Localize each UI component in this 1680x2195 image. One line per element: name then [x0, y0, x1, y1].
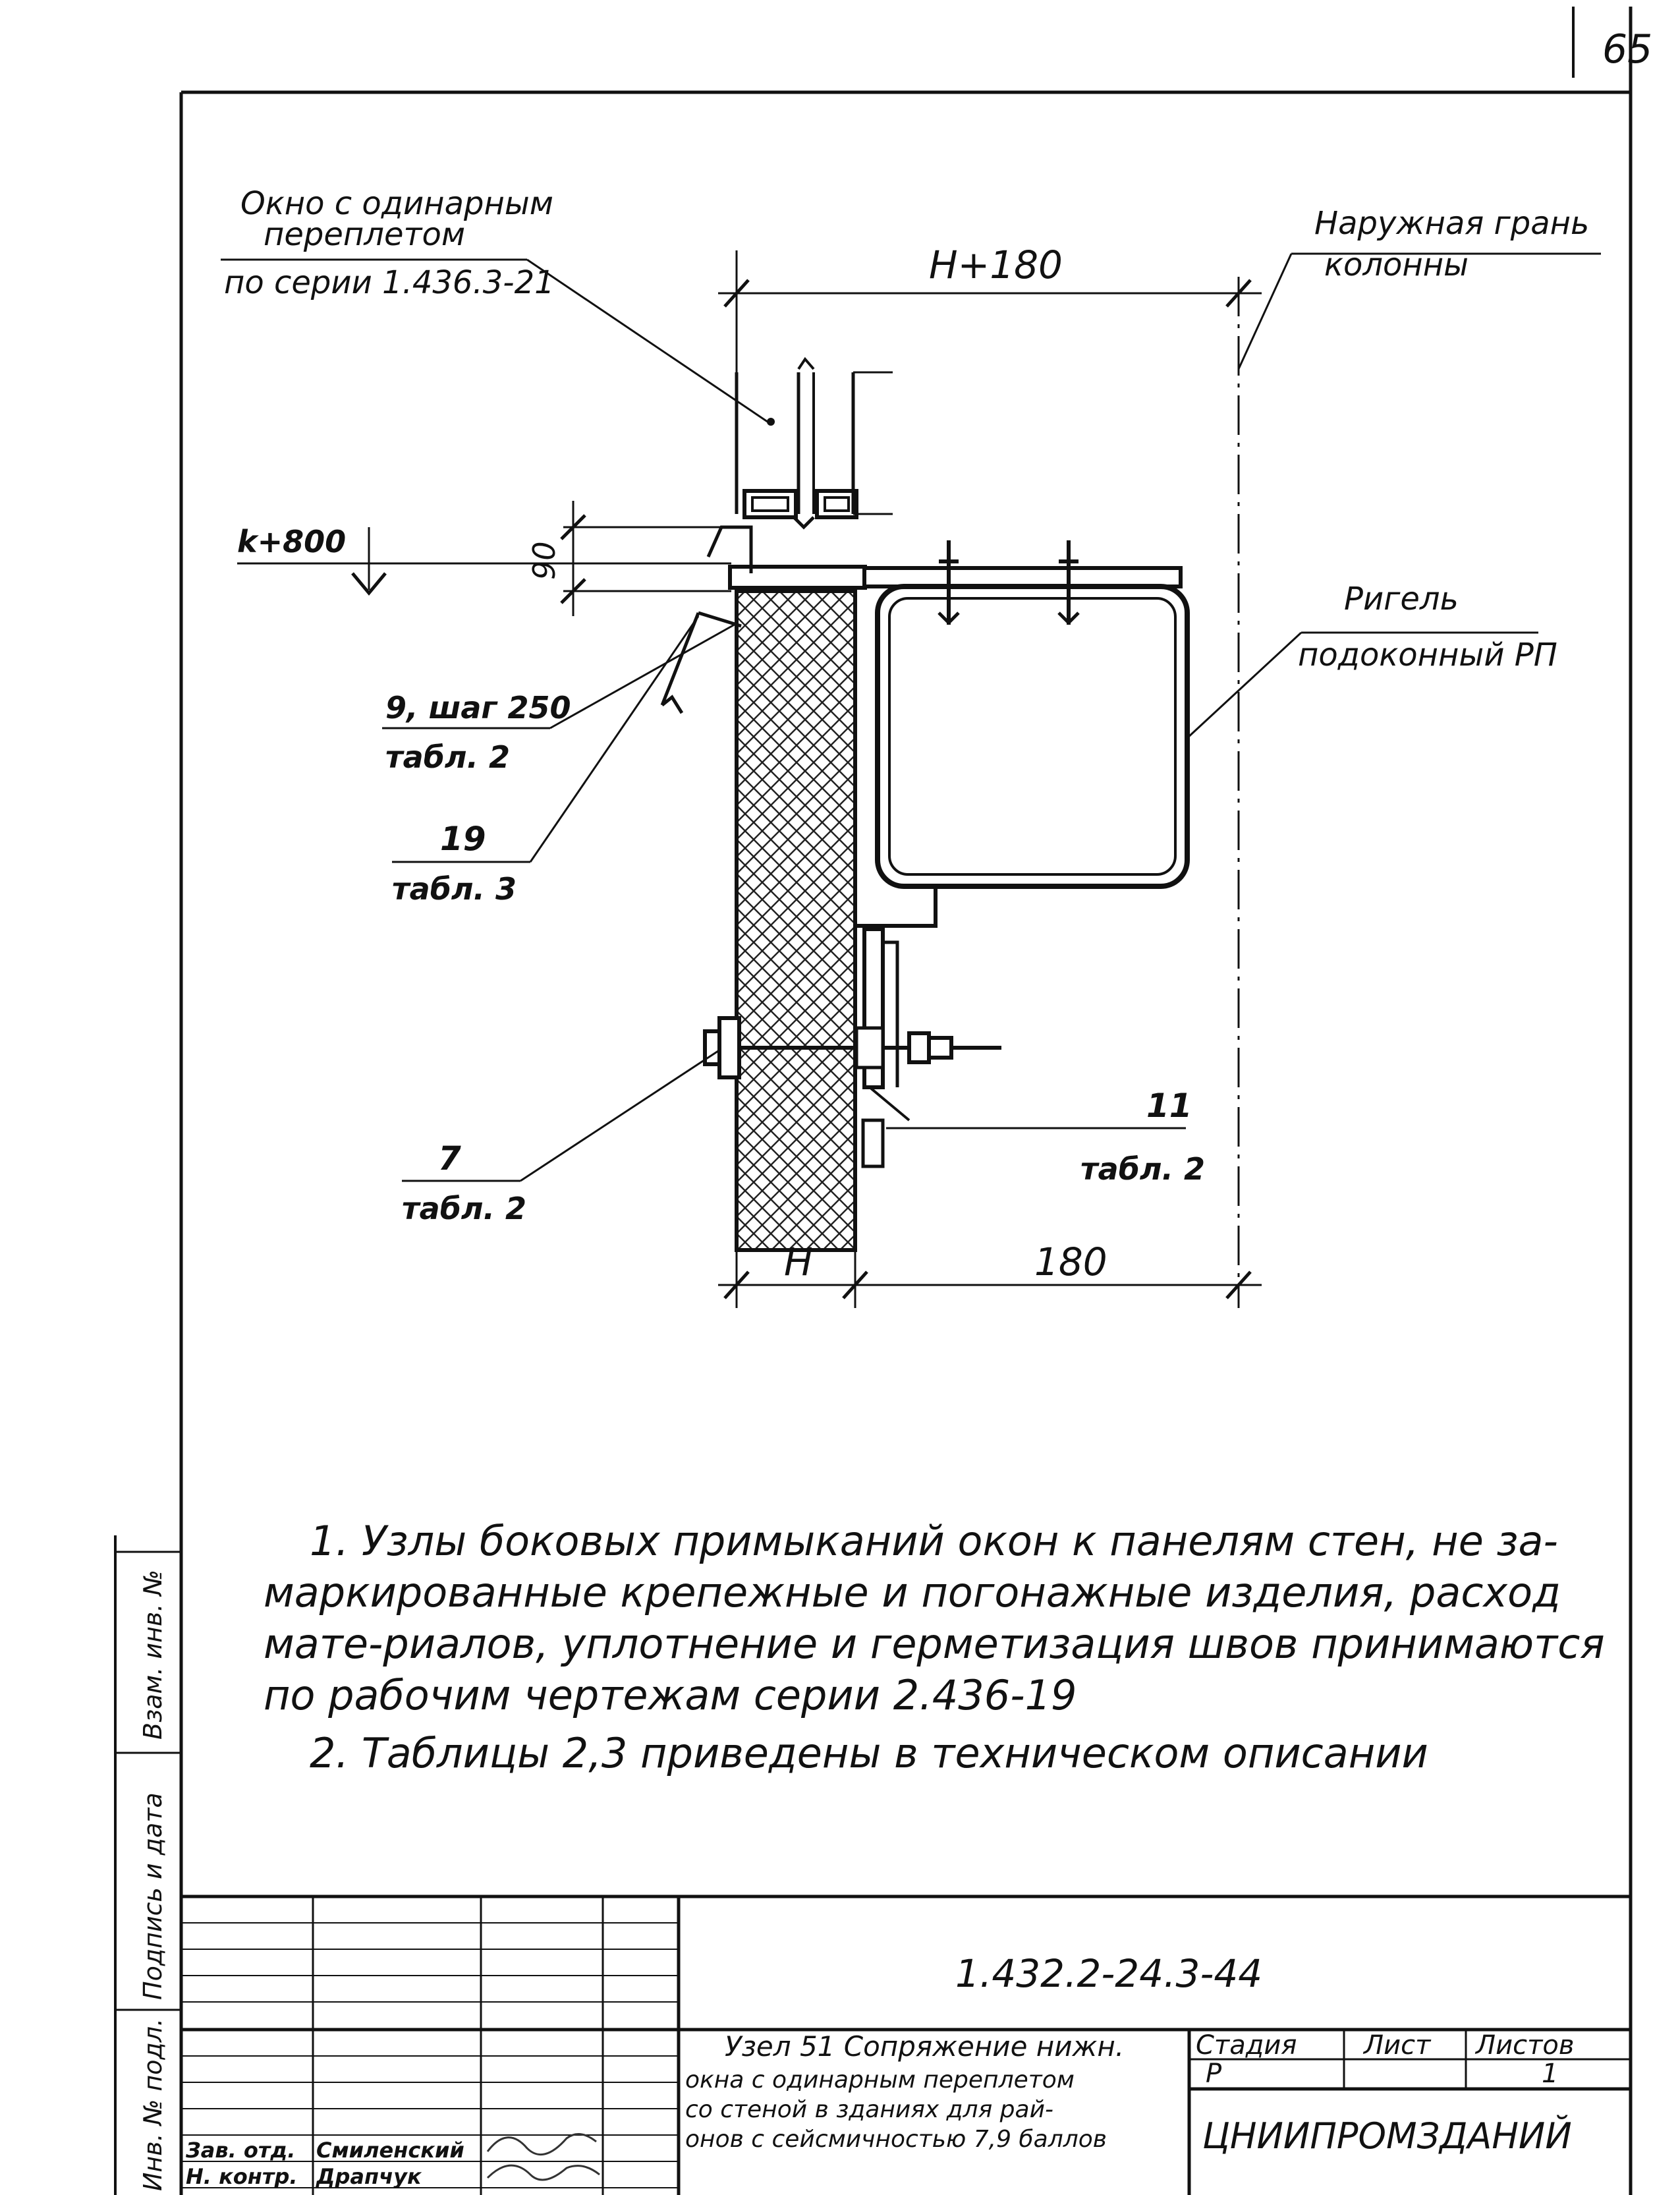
label-rigel-2: подоконный РП	[1298, 637, 1557, 673]
rigel-outer	[875, 584, 1190, 889]
wall-panel-insulation	[735, 589, 857, 1252]
signer-name-1: Смиленский	[316, 2138, 464, 2163]
side-stamp: Взам. инв. № Подпись и дата Инв. № подл.	[114, 1535, 181, 2195]
callout-9-bottom: табл. 2	[385, 739, 510, 775]
stage-label: Стадия	[1196, 2030, 1297, 2061]
note-2: 2. Таблицы 2,3 приведены в техническом о…	[310, 1729, 1428, 1777]
signer-role-1: Зав. отд.	[185, 2138, 295, 2163]
drawing-title-2: окна с одинарным переплетом	[685, 2067, 1075, 2094]
signature-2	[486, 2164, 600, 2181]
dim-90: 90	[526, 541, 562, 580]
sheets-label: Листов	[1474, 2030, 1574, 2061]
dim-h-plus-180: H+180	[929, 242, 1063, 287]
drawing-title-3: со стеной в зданиях для рай-	[685, 2096, 1053, 2123]
callout-19-top: 19	[440, 820, 486, 858]
callout-19-bottom: табл. 3	[392, 871, 517, 907]
callout-7-bottom: табл. 2	[402, 1191, 526, 1226]
label-window-1: Окно с одинарным	[240, 185, 553, 222]
dim-h: H	[784, 1240, 813, 1284]
general-notes: 1. Узлы боковых примыканий окон к панеля…	[264, 1516, 1621, 1779]
stamp-sign-date: Подпись и дата	[138, 1792, 167, 2000]
dim-180: 180	[1034, 1240, 1107, 1284]
stamp-inv-podl: Инв. № подл.	[138, 2018, 167, 2191]
title-block: Зав. отд. Смиленский Н. контр. Драпчук 1…	[181, 1895, 1631, 2195]
level-mark: k+800	[237, 524, 346, 559]
signer-name-2: Драпчук	[316, 2164, 422, 2189]
label-column-face-2: колонны	[1324, 246, 1469, 283]
signer-role-2: Н. контр.	[186, 2164, 298, 2189]
organization: ЦНИИПРОМЗДАНИЙ	[1202, 2115, 1572, 2157]
drawing-code: 1.432.2-24.3-44	[955, 1951, 1262, 1996]
callout-7-top: 7	[438, 1139, 461, 1178]
bracket-plate	[862, 927, 885, 1089]
rigel-inner	[888, 597, 1177, 876]
callout-9-top: 9, шаг 250	[385, 690, 571, 726]
note-1: 1. Узлы боковых примыканий окон к панеля…	[264, 1517, 1605, 1719]
rigel-bolts	[938, 540, 1080, 625]
drawing-title-1: Узел 51 Сопряжение нижн.	[725, 2030, 1124, 2063]
anchor-bolt	[703, 1016, 1001, 1079]
callout-11-bottom: табл. 2	[1080, 1151, 1205, 1187]
label-column-face-1: Наружная грань	[1314, 205, 1589, 242]
signature-1	[486, 2133, 597, 2155]
label-rigel-1: Ригель	[1344, 581, 1459, 617]
label-window-3: по серии 1.436.3-21	[224, 264, 555, 301]
sheets-value: 1	[1542, 2059, 1558, 2089]
page-number: 65	[1602, 26, 1653, 72]
drawing-title-4: онов с сейсмичностью 7,9 баллов	[685, 2126, 1107, 2153]
construction-node: H+180 H 180 90 k+800 Окно с одинарным пе…	[221, 185, 1601, 1308]
stamp-inv-vzam: Взам. инв. №	[138, 1570, 167, 1740]
support-angle	[853, 886, 938, 928]
sheet-label: Лист	[1362, 2030, 1432, 2061]
label-window-2: переплетом	[264, 216, 465, 253]
stage-value: Р	[1206, 2059, 1222, 2089]
callout-11-top: 11	[1146, 1087, 1192, 1125]
rigel-top-plate	[862, 566, 1183, 588]
